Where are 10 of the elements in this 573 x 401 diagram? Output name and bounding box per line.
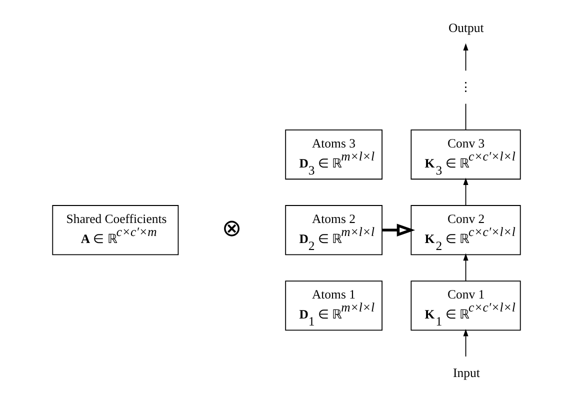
arrow bbox=[463, 329, 468, 357]
node-text: ⋮ bbox=[459, 80, 472, 94]
connector bbox=[465, 103, 466, 130]
arrow bbox=[463, 43, 468, 72]
node-text: Input bbox=[453, 366, 480, 380]
arrow bbox=[382, 224, 416, 236]
label: ⊗ bbox=[222, 214, 242, 242]
arrow bbox=[463, 178, 468, 206]
node-text: Output bbox=[448, 20, 484, 35]
arrow bbox=[463, 253, 468, 282]
